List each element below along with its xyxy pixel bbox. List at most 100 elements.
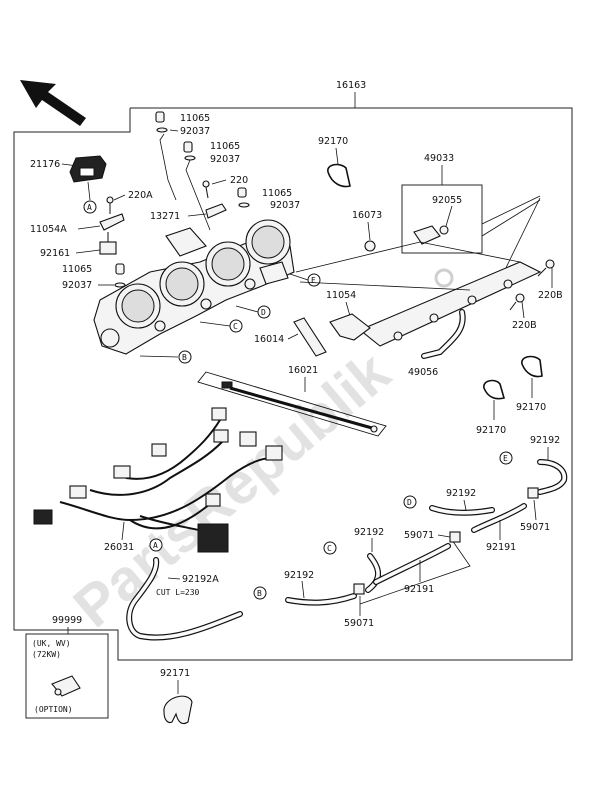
part-label-59071-bottom: 59071 <box>344 618 374 629</box>
callout-E-hose: E <box>503 454 508 463</box>
cap-11065-top2 <box>183 141 193 153</box>
bracket-11054A <box>99 213 125 231</box>
clamp-92171 <box>163 695 193 725</box>
part-label-21176: 21176 <box>30 159 60 170</box>
part-label-92191-bottom: 92191 <box>404 584 434 595</box>
part-label-26031: 26031 <box>104 542 134 553</box>
part-label-92192-middle: 92192 <box>354 527 384 538</box>
fuel-rail <box>358 261 542 347</box>
part-label-220: 220 <box>230 175 248 186</box>
clamp-92170-top <box>327 163 351 188</box>
hose-92192-bottom <box>285 593 357 606</box>
part-label-92192-bottom: 92192 <box>284 570 314 581</box>
part-label-92191-upper: 92191 <box>486 542 516 553</box>
part-label-92037-top2: 92037 <box>210 154 240 165</box>
part-label-11065-top2: 11065 <box>210 141 240 152</box>
front-direction-arrow <box>20 80 86 126</box>
sensor-21176 <box>69 155 107 183</box>
cap-11065-left <box>115 263 125 275</box>
t-joint-59071-bottom <box>353 583 365 595</box>
hose-92192-top <box>537 459 568 495</box>
cut-length-note: CUT L=230 <box>156 588 200 597</box>
part-label-11065-left: 11065 <box>62 264 92 275</box>
connector-3 <box>113 465 131 479</box>
connector-4 <box>151 443 167 457</box>
vacuum-hose-92192A <box>126 557 243 641</box>
clamp-92170-right1 <box>483 379 505 400</box>
part-label-92055: 92055 <box>432 195 462 206</box>
part-label-99999: 99999 <box>52 615 82 626</box>
gear-icon <box>434 268 454 288</box>
part-label-59071-middle: 59071 <box>404 530 434 541</box>
part-label-92037-top3: 92037 <box>270 200 300 211</box>
washer-16073 <box>364 240 376 252</box>
assembly-frame <box>13 107 573 661</box>
callout-C-throttle: C <box>233 322 238 331</box>
part-label-11054: 11054 <box>326 290 356 301</box>
callout-D-hose: D <box>407 498 412 507</box>
part-label-11065-top3: 11065 <box>262 188 292 199</box>
part-label-92170-right1: 92170 <box>476 425 506 436</box>
part-label-92161: 92161 <box>40 248 70 259</box>
callout-A-top: A <box>87 203 92 212</box>
callout-B-hose: B <box>257 589 262 598</box>
part-label-16073: 16073 <box>352 210 382 221</box>
connector-7 <box>239 431 257 447</box>
part-label-220B-top: 220B <box>538 290 563 301</box>
bolt-220B-top <box>537 259 555 277</box>
part-label-92171: 92171 <box>160 668 190 679</box>
part-label-92170-top: 92170 <box>318 136 348 147</box>
damper-92161 <box>99 232 117 255</box>
option-line-3: (OPTION) <box>34 705 73 714</box>
hose-92192-upper <box>429 503 527 533</box>
callout-A-hose: A <box>153 541 158 550</box>
t-joint-59071-middle <box>449 531 461 543</box>
part-label-16163: 16163 <box>336 80 366 91</box>
sensor-16014 <box>293 317 327 357</box>
option-clip <box>51 675 81 697</box>
option-box <box>25 633 109 719</box>
throttle-body-assembly <box>93 219 295 355</box>
part-label-92192-top: 92192 <box>530 435 560 446</box>
callout-C-hose: C <box>327 544 332 553</box>
connector-9 <box>205 493 221 507</box>
cap-11065-top1 <box>155 111 165 123</box>
callout-E-throttle: E <box>311 276 316 285</box>
part-label-59071-top: 59071 <box>520 522 550 533</box>
part-label-11054A: 11054A <box>30 224 67 235</box>
bolt-220B-bottom <box>509 293 525 311</box>
part-label-92192A: 92192A <box>182 574 219 585</box>
t-joint-59071-top <box>527 487 539 499</box>
option-line-1: (UK, WV) <box>32 639 71 648</box>
connector-left <box>33 509 53 525</box>
rod-16021 <box>221 381 378 433</box>
part-label-13271: 13271 <box>150 211 180 222</box>
wiring-harness-26031 <box>33 407 283 553</box>
connector-8 <box>265 445 283 461</box>
part-label-220A: 220A <box>128 190 153 201</box>
main-connector <box>197 523 229 553</box>
screw-220 <box>202 180 210 199</box>
hose-92192-middle <box>365 543 451 593</box>
part-label-11065-top1: 11065 <box>180 113 210 124</box>
part-label-220B-bottom: 220B <box>512 320 537 331</box>
part-label-16021: 16021 <box>288 365 318 376</box>
part-label-49033: 49033 <box>424 153 454 164</box>
group-box-49033 <box>401 184 483 254</box>
callout-B-throttle: B <box>182 353 187 362</box>
connector-2 <box>69 485 87 499</box>
clamp-92170-right2 <box>521 355 543 378</box>
callout-D-throttle: D <box>261 308 266 317</box>
part-label-16014: 16014 <box>254 334 284 345</box>
part-label-92037-left: 92037 <box>62 280 92 291</box>
fuel-hose-49056 <box>421 309 466 359</box>
part-label-92192-upper: 92192 <box>446 488 476 499</box>
option-line-2: (72KW) <box>32 650 61 659</box>
connector-6 <box>213 429 229 443</box>
part-label-92037-top1: 92037 <box>180 126 210 137</box>
injector-49033 <box>413 225 449 245</box>
part-label-49056: 49056 <box>408 367 438 378</box>
part-label-92170-right2: 92170 <box>516 402 546 413</box>
cap-11065-top3 <box>237 187 247 198</box>
